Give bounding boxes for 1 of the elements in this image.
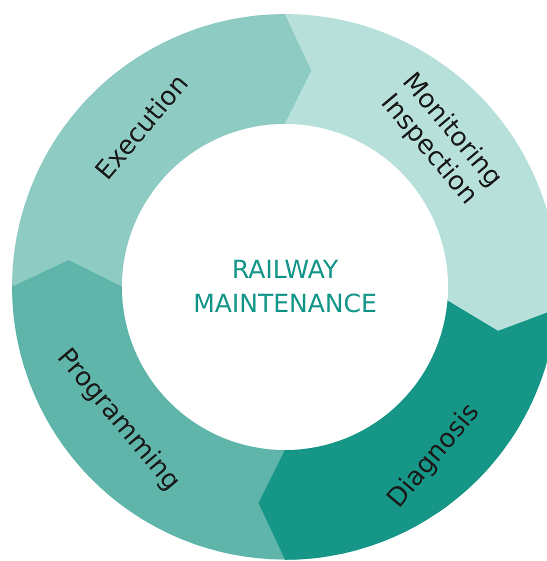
center-title: RAILWAY MAINTENANCE bbox=[192, 254, 378, 320]
